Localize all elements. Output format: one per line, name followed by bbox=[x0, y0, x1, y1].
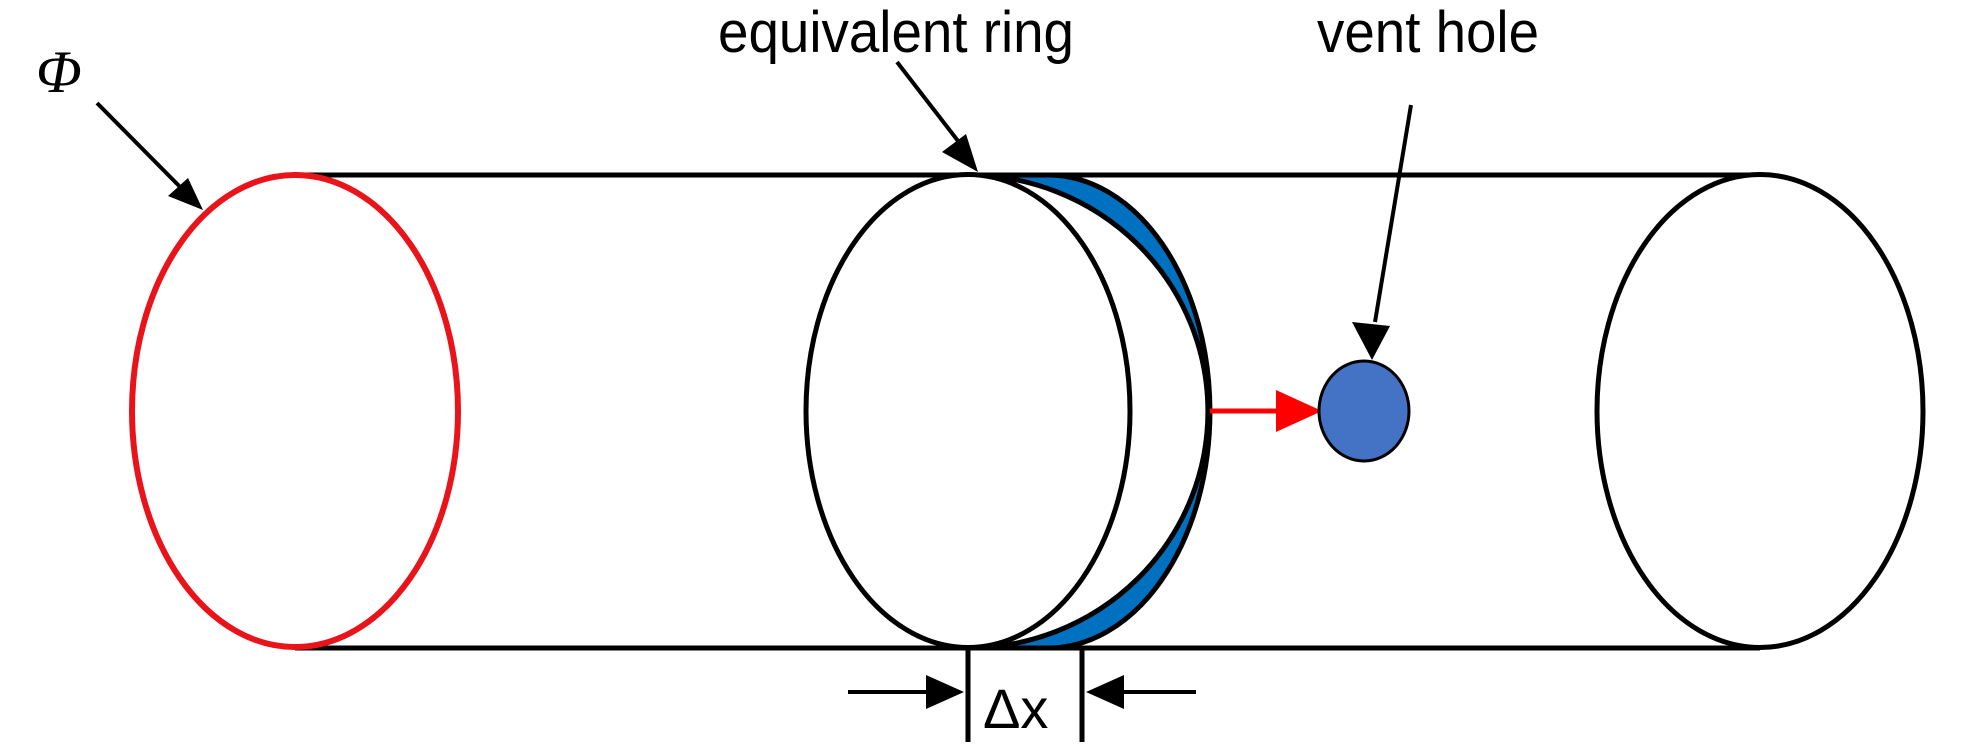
phi-label: Φ bbox=[36, 39, 82, 105]
phi-pointer-arrowhead bbox=[168, 178, 203, 210]
dimension-left-arrowhead bbox=[926, 675, 964, 709]
delta-x-label: Δx bbox=[983, 677, 1048, 740]
dimension-right-arrowhead bbox=[1086, 675, 1124, 709]
equivalent-ring-band bbox=[967, 172, 1213, 651]
ring-pointer-arrow bbox=[895, 60, 967, 152]
ring-pointer-arrowhead bbox=[942, 134, 978, 172]
equivalent-ring-label: equivalent ring bbox=[718, 0, 1074, 65]
vent-pointer-arrowhead bbox=[1352, 322, 1390, 360]
outlet-end-ellipse bbox=[1594, 172, 1926, 650]
vent-hole-circle bbox=[1317, 359, 1411, 463]
vent-pointer-arrow bbox=[1373, 104, 1413, 323]
ring-front-ellipse bbox=[803, 172, 1133, 650]
inlet-boundary-ellipse bbox=[129, 172, 461, 650]
flow-arrow-head bbox=[1276, 390, 1322, 432]
vent-hole-label: vent hole bbox=[1317, 0, 1539, 65]
